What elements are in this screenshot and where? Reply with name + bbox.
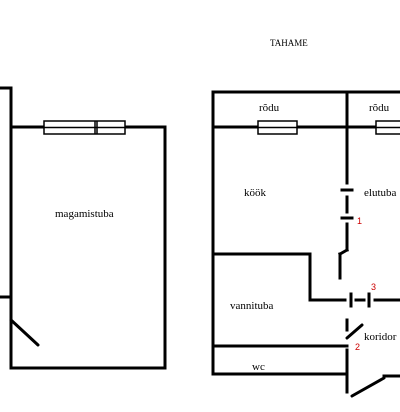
plan-title: TAHAME [270,38,308,48]
door-jamb-top [337,247,350,257]
bedroom-window [43,120,126,135]
bedroom-door [9,318,40,347]
kitchen-window [257,120,298,135]
room-label-balcony-right: rõdu [369,102,390,114]
left-top-wall [0,86,13,129]
room-label-balcony-left: rõdu [259,102,280,114]
room-label-kitchen: köök [244,187,267,199]
mark-1: 1 [357,216,362,226]
room-label-wc: wc [252,361,265,373]
living-window [375,120,400,135]
room-label-living: elutuba [364,187,396,199]
room-label-magamistuba: magamistuba [55,208,114,220]
corridor-door [345,323,364,340]
left-apartment: magamistuba [0,86,167,370]
right-apartment: 1 3 2 rõdu rõdu köök elutuba vannitub [211,90,400,398]
room-label-bathroom: vannituba [230,300,273,312]
mark-3: 3 [371,282,376,292]
room-label-corridor: koridor [364,331,397,343]
mark-2: 2 [355,342,360,352]
entrance-door [350,376,386,398]
